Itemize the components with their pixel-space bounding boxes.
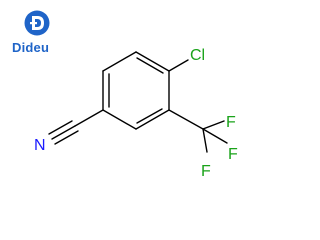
- fluorine-label-1: F: [226, 114, 236, 131]
- nitrile-triple-bond-2: [48, 120, 73, 135]
- molecule-structure: Cl F F F N: [34, 47, 238, 180]
- ring-bond-c1-c2: [135, 51, 170, 72]
- fluorine-label-2: F: [228, 146, 238, 163]
- bond-cf3-to-fluorine-3: [202, 128, 208, 153]
- ring-bond-c6-c1: [102, 51, 137, 72]
- bond-ring-to-nitrile-carbon: [74, 109, 104, 127]
- structure-canvas: Dideu Cl F F F N: [10, 10, 238, 180]
- fluorine-label-3: F: [201, 163, 211, 180]
- ring-bond-c4-c5: [102, 109, 137, 130]
- brand-watermark: Dideu: [10, 10, 72, 56]
- nitrile-triple-bond-1: [51, 125, 76, 140]
- bond-ring-to-chlorine: [168, 59, 189, 72]
- ring-bond-c3-c4: [135, 109, 170, 130]
- ring-inner-double-bond-2: [136, 108, 163, 124]
- nitrogen-label: N: [34, 137, 46, 154]
- bond-cf3-to-fluorine-1: [202, 120, 225, 130]
- ring-bonds: [102, 51, 170, 130]
- brand-name: Dideu: [12, 40, 50, 55]
- dideu-logo-icon: [24, 10, 50, 36]
- ring-inner-double-bond-1: [136, 57, 164, 74]
- bond-cf3-to-fluorine-2: [202, 128, 228, 144]
- bond-ring-to-cf3-carbon: [168, 109, 204, 130]
- nitrile-triple-bond-3: [54, 130, 79, 145]
- substituent-bonds: [48, 59, 228, 153]
- chlorine-label: Cl: [190, 47, 205, 64]
